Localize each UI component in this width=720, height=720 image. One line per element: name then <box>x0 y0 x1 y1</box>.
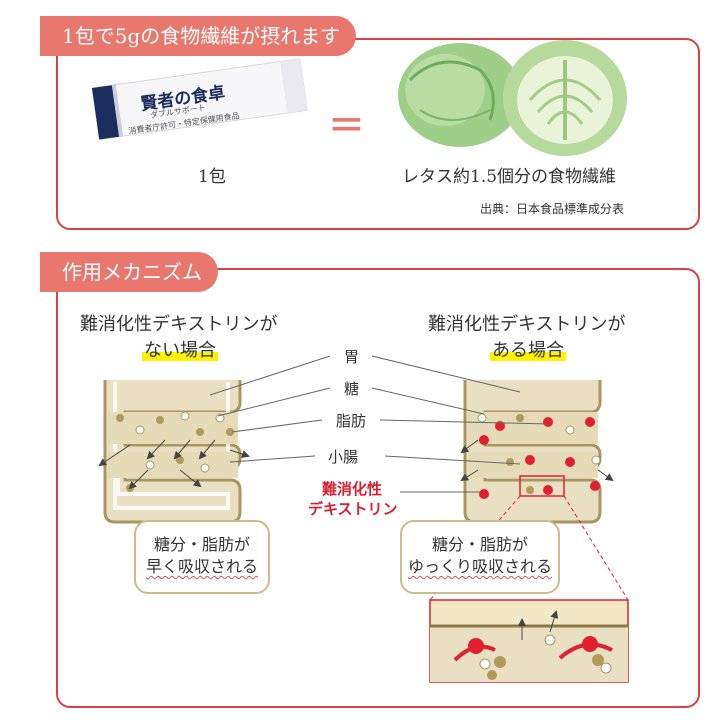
fiber-title-pill: 1包で5gの食物繊維が摂れます <box>40 16 357 56</box>
label-small-intestine: 小腸 <box>328 448 359 466</box>
left-bubble-line2: 早く吸収される <box>145 557 258 576</box>
source-note: 出典：日本食品標準成分表 <box>480 202 625 216</box>
left-result-bubble: 糖分・脂肪が 早く吸収される <box>134 520 270 594</box>
label-dextrin-line1: 難消化性 <box>322 480 383 498</box>
right-heading-line1: 難消化性デキストリンが <box>428 314 626 335</box>
label-sugar: 糖 <box>344 380 360 398</box>
right-heading-line2: ある場合 <box>490 336 566 362</box>
left-bubble-line1: 糖分・脂肪が <box>153 535 250 554</box>
mechanism-title-pill: 作用メカニズム <box>40 252 218 292</box>
right-bubble-line1: 糖分・脂肪が <box>431 535 528 554</box>
equals-sign: = <box>328 98 365 149</box>
right-bubble-line2: ゆっくり吸収される <box>407 557 552 576</box>
left-heading-line2: ない場合 <box>142 336 218 362</box>
right-heading-highlight: ある場合 <box>490 340 566 361</box>
lettuce-label: レタス約1.5個分の食物繊維 <box>402 167 617 187</box>
label-dextrin-line2: デキストリン <box>308 500 398 518</box>
left-heading-highlight: ない場合 <box>142 340 218 361</box>
left-heading-line1: 難消化性デキストリンが <box>80 314 278 335</box>
right-result-bubble: 糖分・脂肪が ゆっくり吸収される <box>400 520 560 594</box>
label-fat: 脂肪 <box>336 412 367 430</box>
label-stomach: 胃 <box>344 348 360 366</box>
one-pack-label: 1包 <box>198 167 226 187</box>
